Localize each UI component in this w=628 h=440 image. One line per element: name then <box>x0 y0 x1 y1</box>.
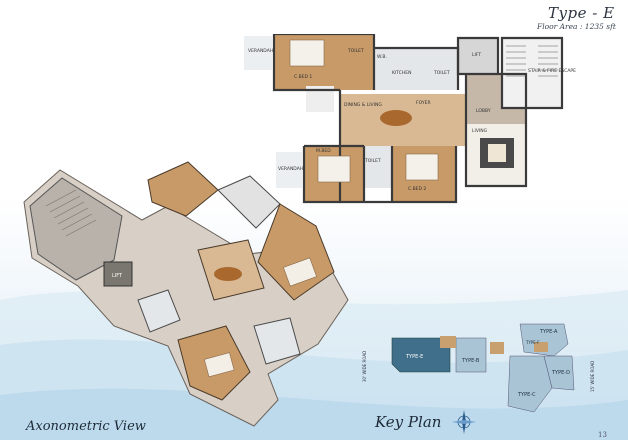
stair-treads <box>506 45 558 77</box>
room-label-living: LIVING <box>472 128 488 134</box>
room-label-stair: STAIR & FIRE ESCAPE <box>528 68 576 74</box>
room-label-toilet-2: TOILET <box>433 70 450 76</box>
room-label-mbed: M.BED <box>316 148 331 154</box>
room-label-foyer: FOYER <box>416 100 431 106</box>
keyplan-type-d: TYPE-D <box>551 370 570 376</box>
room-label-cbed-2: C.BED 2 <box>408 186 426 192</box>
axonometric-view-caption: Axonometric View <box>26 419 146 434</box>
room-label-toilet-3: TOILET <box>364 158 381 164</box>
furniture <box>289 39 514 183</box>
keyplan-type-a: TYPE-A <box>539 329 558 335</box>
page-number: 13 <box>598 431 607 439</box>
room-label-verandah-top: VERANDAH <box>248 48 273 54</box>
plan-walls <box>272 34 564 204</box>
road-label-left: 30' WIDE ROAD <box>362 351 367 382</box>
key-plan-caption: Key Plan <box>375 413 442 431</box>
floor-area-text: Floor Area : 1235 sft <box>537 22 616 31</box>
room-label-dining: DINING & LIVING <box>344 102 382 108</box>
keyplan-type-b: TYPE-B <box>461 358 480 364</box>
room-label-kitchen: KITCHEN <box>392 70 412 76</box>
compass-icon <box>452 410 476 434</box>
keyplan-type-c: TYPE-C <box>517 392 536 398</box>
axonometric-render: LIFT <box>23 161 349 427</box>
room-label-cbed-1: C.BED 1 <box>294 74 312 80</box>
keyplan-type-e: TYPE-E <box>405 354 423 360</box>
axo-stairs <box>45 189 97 237</box>
key-plan: TYPE-A TYPE-B TYPE-C TYPE-D TYPE-E TYPE-… <box>362 323 595 413</box>
road-label-right: 15' WIDE ROAD <box>590 361 595 392</box>
floor-plan: VERANDAH TOILET C.BED 1 W.B. KITCHEN TOI… <box>244 34 576 204</box>
unit-type-title: Type - E <box>548 4 615 22</box>
room-label-lobby: LOBBY <box>476 108 491 114</box>
keyplan-type-f: TYPE-F <box>525 340 540 345</box>
axo-lift-label: LIFT <box>112 273 123 279</box>
room-label-wb: W.B. <box>377 54 387 60</box>
room-label-toilet-1: TOILET <box>347 48 364 54</box>
room-label-lift: LIFT <box>472 52 481 58</box>
room-label-verandah-bottom: VERANDAH <box>278 166 303 172</box>
